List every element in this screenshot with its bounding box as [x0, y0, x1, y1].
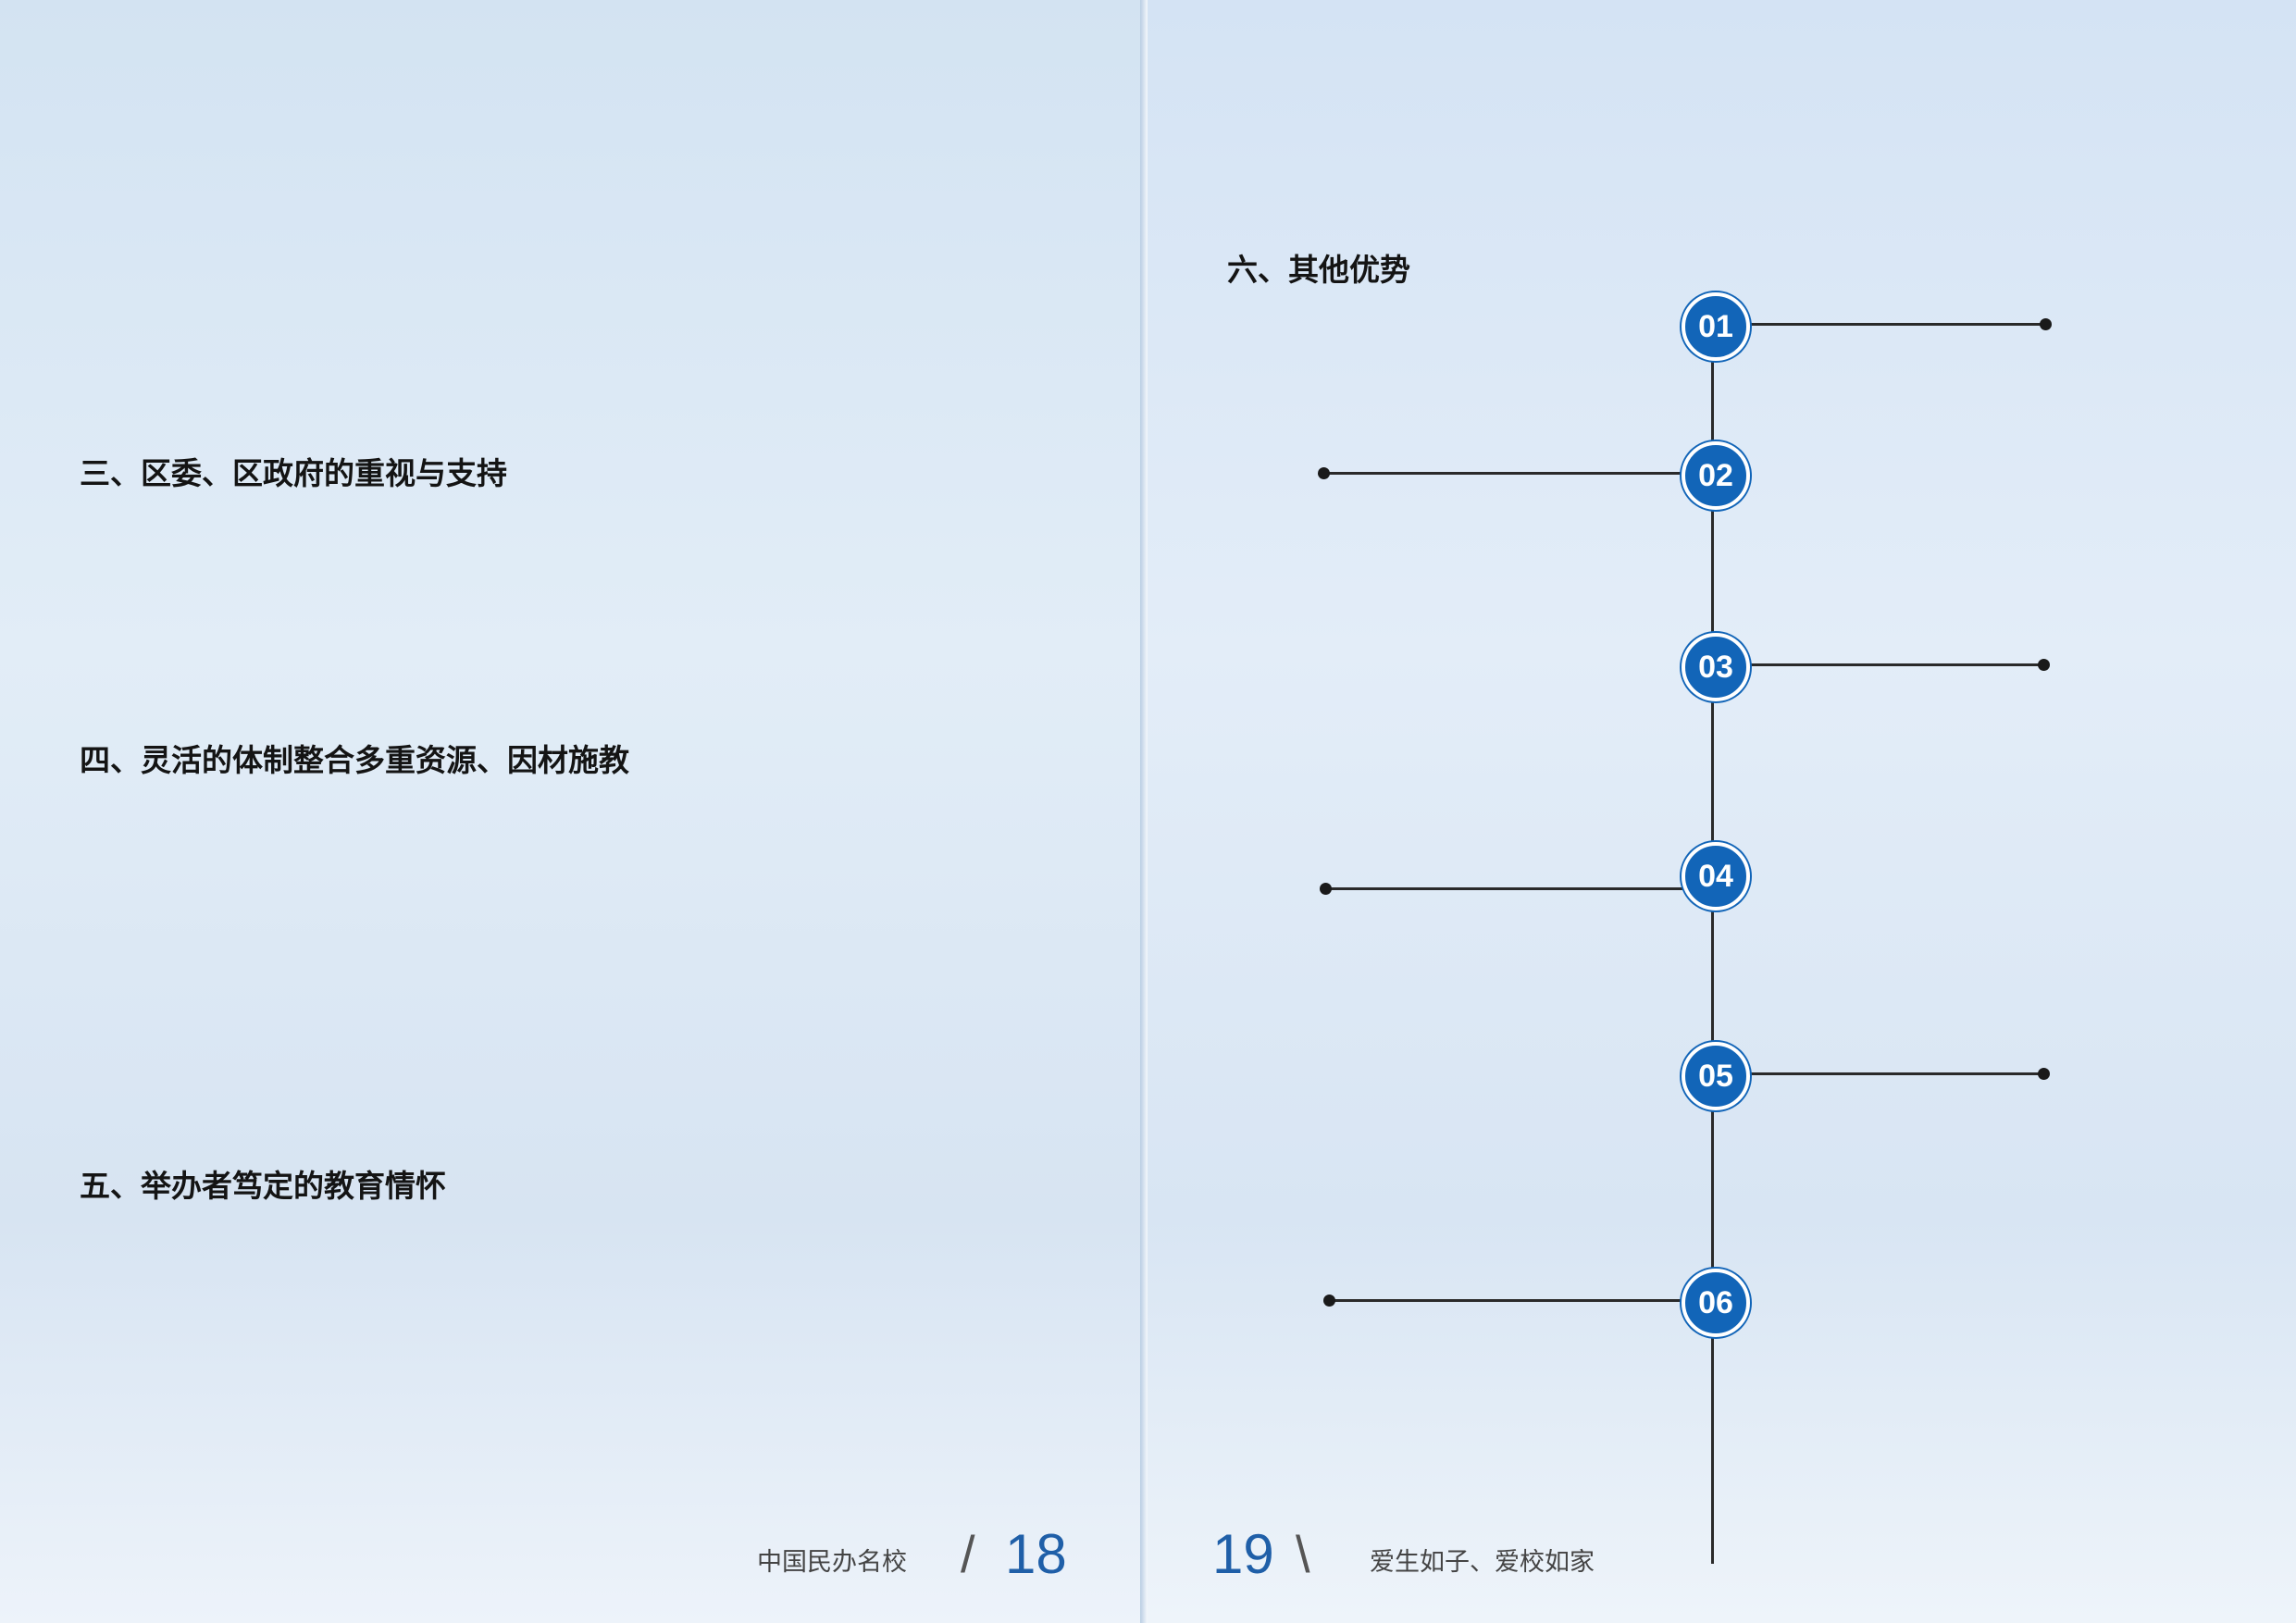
section-heading-3: 三、区委、区政府的重视与支持 — [80, 455, 507, 491]
timeline-dot-06 — [1323, 1295, 1335, 1307]
timeline-badge-06: 06 — [1682, 1269, 1750, 1337]
timeline-badge-05: 05 — [1682, 1042, 1750, 1110]
timeline-axis — [1711, 305, 1714, 1564]
right-page: 六、其他优势 01 02 03 04 05 06 19 \ 爱 — [1148, 0, 2296, 1623]
timeline-badge-03: 03 — [1682, 633, 1750, 701]
advantages-timeline: 01 02 03 04 05 06 — [1148, 0, 2296, 1623]
timeline-dot-02 — [1318, 467, 1330, 479]
timeline-dot-03 — [2038, 659, 2050, 671]
timeline-connector-05 — [1740, 1072, 2045, 1075]
timeline-connector-06 — [1331, 1299, 1686, 1302]
page-number-right: 19 — [1212, 1523, 1274, 1585]
footer-label: 中国民办名校 — [757, 1548, 907, 1577]
timeline-dot-01 — [2040, 318, 2052, 330]
left-page: 三、区委、区政府的重视与支持 四、灵活的体制整合多重资源、因材施教 五、举办者笃… — [0, 0, 1140, 1623]
timeline-connector-04 — [1327, 887, 1686, 890]
backslash-divider: \ — [1296, 1525, 1310, 1583]
timeline-connector-02 — [1325, 472, 1686, 475]
timeline-badge-02: 02 — [1682, 441, 1750, 510]
timeline-dot-04 — [1320, 883, 1332, 895]
timeline-connector-03 — [1740, 663, 2045, 666]
footer-slogan: 爱生如子、爱校如家 — [1370, 1548, 1595, 1577]
timeline-badge-04: 04 — [1682, 842, 1750, 911]
page-number-left: 18 — [1005, 1523, 1067, 1585]
timeline-connector-01 — [1740, 323, 2047, 326]
timeline-badge-01: 01 — [1682, 292, 1750, 361]
timeline-dot-05 — [2038, 1068, 2050, 1080]
section-heading-6: 六、其他优势 — [1227, 252, 1410, 288]
slash-divider: / — [961, 1525, 975, 1583]
spine-gutter — [1140, 0, 1148, 1623]
section-heading-4: 四、灵活的体制整合多重资源、因材施教 — [80, 742, 629, 778]
section-heading-5: 五、举办者笃定的教育情怀 — [80, 1168, 446, 1204]
